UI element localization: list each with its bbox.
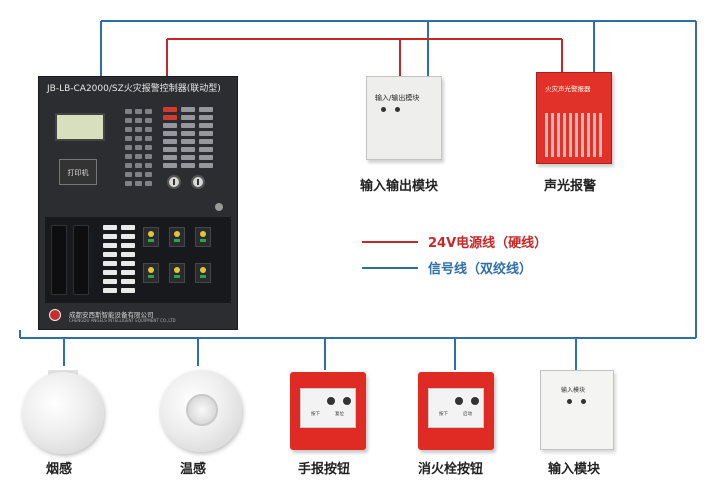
controller-title: JB-LB-CA2000/SZ火灾报警控制器(联动型) <box>47 84 221 94</box>
legend-power-label: 24V电源线（硬线） <box>428 236 548 251</box>
power-wire <box>166 38 563 243</box>
controller-linkage-module <box>143 227 159 247</box>
press-indicator-icon <box>327 397 335 405</box>
hydrant-button-caption: 消火栓按钮 <box>418 462 484 477</box>
company-name-en: CHENGDU ANGELS INTELLIGENT EQUIPMENT CO.… <box>69 318 176 323</box>
input-module-led-icon <box>581 399 586 404</box>
controller-linkage-module <box>195 227 211 247</box>
printer-label: 打印机 <box>67 169 89 177</box>
io-module-led-icon <box>395 107 400 112</box>
alarm-face-label: 火灾声光警报器 <box>545 85 591 93</box>
controller-linkage-module <box>143 263 159 283</box>
press-indicator-icon <box>455 397 463 405</box>
company-logo-icon <box>49 309 61 321</box>
controller-linkage-module <box>195 263 211 283</box>
alarm-speaker-grill <box>545 113 605 157</box>
call-point-btn1-label: 按下 <box>311 412 320 417</box>
io-module-device: 输入/输出模块 <box>366 76 442 160</box>
heat-detector-sensor <box>186 394 218 426</box>
controller-linkage-module <box>169 263 185 283</box>
smoke-detector-device <box>22 372 104 454</box>
controller-card-slot-1 <box>51 225 67 295</box>
controller-printer: 打印机 <box>59 159 97 185</box>
controller-linkage-module <box>169 227 185 247</box>
controller-door-lock-icon <box>215 203 223 211</box>
controller-linkage-section <box>45 217 231 303</box>
smoke-detector-caption: 烟感 <box>46 462 73 477</box>
input-module-face-label: 输入模块 <box>561 387 586 394</box>
start-indicator-icon <box>471 397 479 405</box>
heat-detector-caption: 温感 <box>180 462 207 477</box>
signal-wire-loop <box>19 20 697 370</box>
sound-light-alarm-device: 火灾声光警报器 <box>536 72 612 164</box>
controller-card-slot-2 <box>73 225 89 295</box>
call-point-btn2-label: 复位 <box>335 412 344 417</box>
hydrant-btn2-label: 启动 <box>463 412 472 417</box>
alarm-caption: 声光报警 <box>544 179 597 194</box>
reset-indicator-icon <box>343 397 351 405</box>
io-module-face-label: 输入/输出模块 <box>375 94 420 102</box>
hydrant-button-device: 按下 启动 <box>418 372 494 450</box>
legend-signal-label: 信号线（双绞线） <box>428 262 533 277</box>
io-module-led-icon <box>381 107 386 112</box>
call-point-caption: 手报按钮 <box>298 462 351 477</box>
controller-key-switch-1 <box>167 175 181 189</box>
hydrant-btn1-label: 按下 <box>439 412 448 417</box>
manual-call-point-device: 按下 复位 <box>290 372 366 450</box>
input-module-caption: 输入模块 <box>548 462 601 477</box>
heat-detector-device <box>160 370 242 452</box>
hydrant-button-window: 按下 启动 <box>428 388 484 428</box>
input-module-device: 输入模块 <box>540 370 614 450</box>
input-module-led-icon <box>567 399 572 404</box>
controller-lcd-screen <box>55 113 105 141</box>
controller-key-switch-2 <box>191 175 205 189</box>
io-module-caption: 输入输出模块 <box>360 179 439 194</box>
company-name: 成都安西斯智能设备有限公司 <box>69 311 154 319</box>
fire-alarm-controller: JB-LB-CA2000/SZ火灾报警控制器(联动型) 打印机 <box>38 76 238 330</box>
call-point-window: 按下 复位 <box>300 388 356 428</box>
